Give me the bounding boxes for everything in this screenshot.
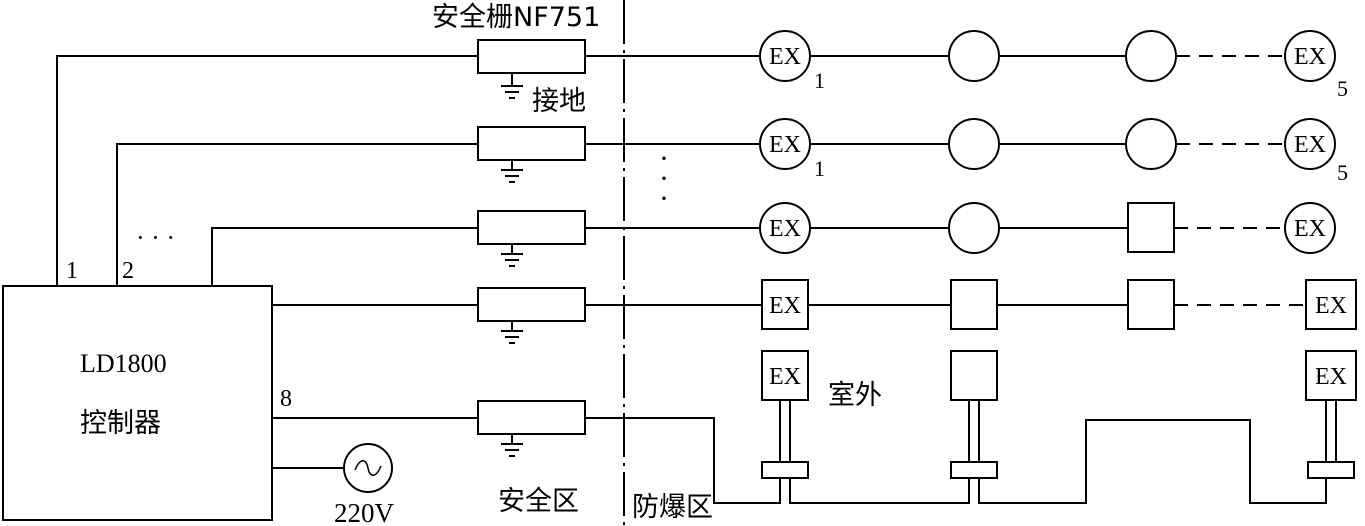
ground-label: 接地 xyxy=(532,86,586,117)
ex-subscript: 1 xyxy=(814,68,825,93)
channel-label-1: 1 xyxy=(66,258,78,284)
ex-label: EX xyxy=(1294,44,1326,70)
detector-circle xyxy=(948,30,1000,82)
bus-wire xyxy=(585,417,738,504)
ex-detector-circle xyxy=(1284,202,1336,254)
ex-detector-circle xyxy=(1284,118,1336,170)
detector-square xyxy=(1127,279,1175,330)
mast-base xyxy=(1307,461,1355,479)
wire-ch3 xyxy=(211,227,478,286)
ex-label: EX xyxy=(769,364,801,390)
sine-wave-icon xyxy=(354,460,382,476)
controller-name: 控制器 xyxy=(80,408,161,439)
ground-icon xyxy=(501,244,523,267)
barrier-row-8 xyxy=(477,400,586,457)
vertical-ellipsis: · xyxy=(659,162,669,195)
ex-detector-square xyxy=(1305,350,1357,401)
device-row-8: EX EX 室外 xyxy=(585,350,1357,504)
mast-base xyxy=(950,461,998,479)
detector-circle xyxy=(1125,30,1177,82)
ex-label: EX xyxy=(1294,216,1326,242)
ex-detector-square xyxy=(761,279,809,330)
mast xyxy=(1325,400,1337,462)
bus-wire xyxy=(789,478,970,504)
device-row-4: EX EX xyxy=(585,279,1357,330)
wire-ch1 xyxy=(56,55,478,286)
safety-barrier xyxy=(477,210,586,245)
barrier-row-3 xyxy=(477,210,586,267)
ex-detector-circle xyxy=(1284,30,1336,82)
ex-subscript: 5 xyxy=(1337,160,1348,185)
controller-model: LD1800 xyxy=(80,349,167,378)
ex-label: EX xyxy=(769,44,801,70)
mast xyxy=(968,400,980,462)
detector-square xyxy=(1127,202,1175,253)
ex-detector-circle xyxy=(759,202,811,254)
ex-subscript: 1 xyxy=(814,156,825,181)
barrier-label: 安全栅NF751 xyxy=(432,2,600,33)
ex-detector-square xyxy=(761,350,809,401)
device-row-3: EX EX xyxy=(585,202,1336,254)
controller-box xyxy=(2,285,273,521)
barrier-row-2 xyxy=(477,126,586,183)
outdoor-label: 室外 xyxy=(828,380,882,411)
safety-barrier xyxy=(477,126,586,161)
device-row-2: EX 1 EX 5 xyxy=(585,118,1348,185)
channel-ellipsis: · · · xyxy=(136,223,175,252)
safety-barrier xyxy=(477,39,586,74)
detector-circle xyxy=(1125,118,1177,170)
wire-ch2 xyxy=(116,143,478,286)
detector-circle xyxy=(948,202,1000,254)
ex-label: EX xyxy=(1294,132,1326,158)
ex-detector-square xyxy=(1305,279,1357,330)
detector-square xyxy=(950,279,998,330)
ground-icon xyxy=(501,73,523,99)
bus-wire xyxy=(738,478,781,504)
detector-circle xyxy=(948,118,1000,170)
ground-icon xyxy=(501,321,523,344)
ex-detector-circle xyxy=(759,30,811,82)
barrier-row-1 xyxy=(477,39,586,99)
zone-label-hazardous: 防爆区 xyxy=(632,492,713,523)
zone-label-safe: 安全区 xyxy=(498,486,579,517)
bus-wire xyxy=(978,419,1327,504)
ex-label: EX xyxy=(769,132,801,158)
ex-subscript: 5 xyxy=(1337,76,1348,101)
safety-barrier xyxy=(477,400,586,435)
device-row-1: EX 1 EX 5 xyxy=(585,30,1348,101)
vertical-ellipsis: · xyxy=(659,182,669,215)
ex-label: EX xyxy=(769,216,801,242)
ex-label: EX xyxy=(769,293,801,319)
vertical-ellipsis: · xyxy=(659,142,669,175)
ex-label: EX xyxy=(1315,293,1347,319)
barrier-row-4 xyxy=(477,287,586,344)
ex-label: EX xyxy=(1315,364,1347,390)
mast xyxy=(779,400,791,462)
ground-icon xyxy=(501,160,523,183)
channel-label-2: 2 xyxy=(122,258,134,284)
ex-detector-circle xyxy=(759,118,811,170)
safety-barrier xyxy=(477,287,586,322)
ground-icon xyxy=(501,434,523,457)
detector-square xyxy=(950,350,998,401)
power-voltage: 220V xyxy=(334,498,395,526)
mast-base xyxy=(761,461,809,479)
channel-label-8: 8 xyxy=(280,386,292,412)
